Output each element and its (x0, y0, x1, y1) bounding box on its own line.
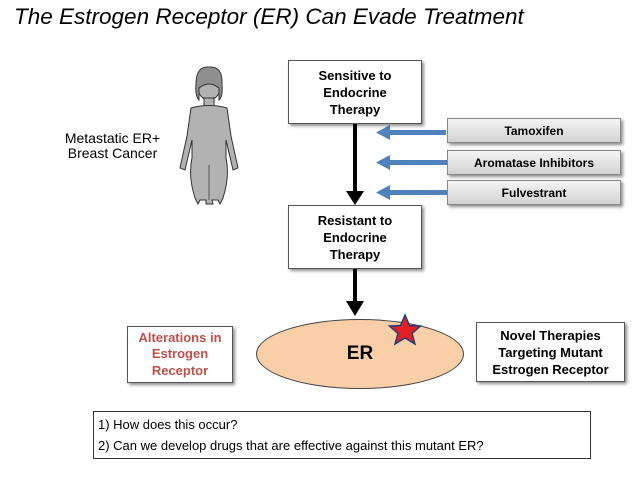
sensitive-line1: Sensitive to (318, 67, 392, 83)
therapy-tamoxifen: Tamoxifen (447, 118, 621, 143)
arrowhead-1 (346, 191, 364, 205)
novel-line1: Novel Therapies (500, 327, 601, 343)
patient-label-line1: Metastatic ER+ (64, 130, 161, 146)
sensitive-line3: Therapy (329, 101, 381, 117)
question-2: 2) Can we develop drugs that are effecti… (98, 438, 484, 453)
er-label: ER (346, 343, 374, 364)
resistant-line1: Resistant to (317, 212, 393, 228)
questions-box: 1) How does this occur? 2) Can we develo… (93, 411, 591, 459)
sensitive-box: Sensitive to Endocrine Therapy (288, 60, 422, 124)
alterations-line2: Estrogen (151, 346, 209, 362)
sensitive-line2: Endocrine (323, 84, 387, 100)
patient-label-line2: Breast Cancer (67, 145, 158, 161)
resistant-line3: Therapy (329, 246, 381, 262)
blue-arrows (376, 125, 448, 200)
patient-label: Metastatic ER+ Breast Cancer (50, 131, 175, 161)
alterations-line1: Alterations in (138, 329, 222, 345)
therapy-aromatase-inhibitors: Aromatase Inhibitors (447, 150, 621, 175)
slide-title: The Estrogen Receptor (ER) Can Evade Tre… (14, 4, 524, 29)
alterations-box: Alterations in Estrogen Receptor (127, 326, 233, 383)
novel-therapies-box: Novel Therapies Targeting Mutant Estroge… (476, 322, 625, 382)
alterations-line3: Receptor (151, 362, 209, 378)
novel-line3: Estrogen Receptor (492, 361, 609, 377)
resistant-box: Resistant to Endocrine Therapy (288, 205, 422, 269)
er-ellipse: ER (256, 319, 464, 389)
question-1: 1) How does this occur? (98, 417, 238, 432)
novel-line2: Targeting Mutant (498, 344, 603, 360)
female-silhouette-icon (179, 66, 239, 206)
resistant-line2: Endocrine (323, 229, 387, 245)
arrowhead-2 (346, 301, 364, 316)
therapy-fulvestrant: Fulvestrant (447, 180, 621, 205)
